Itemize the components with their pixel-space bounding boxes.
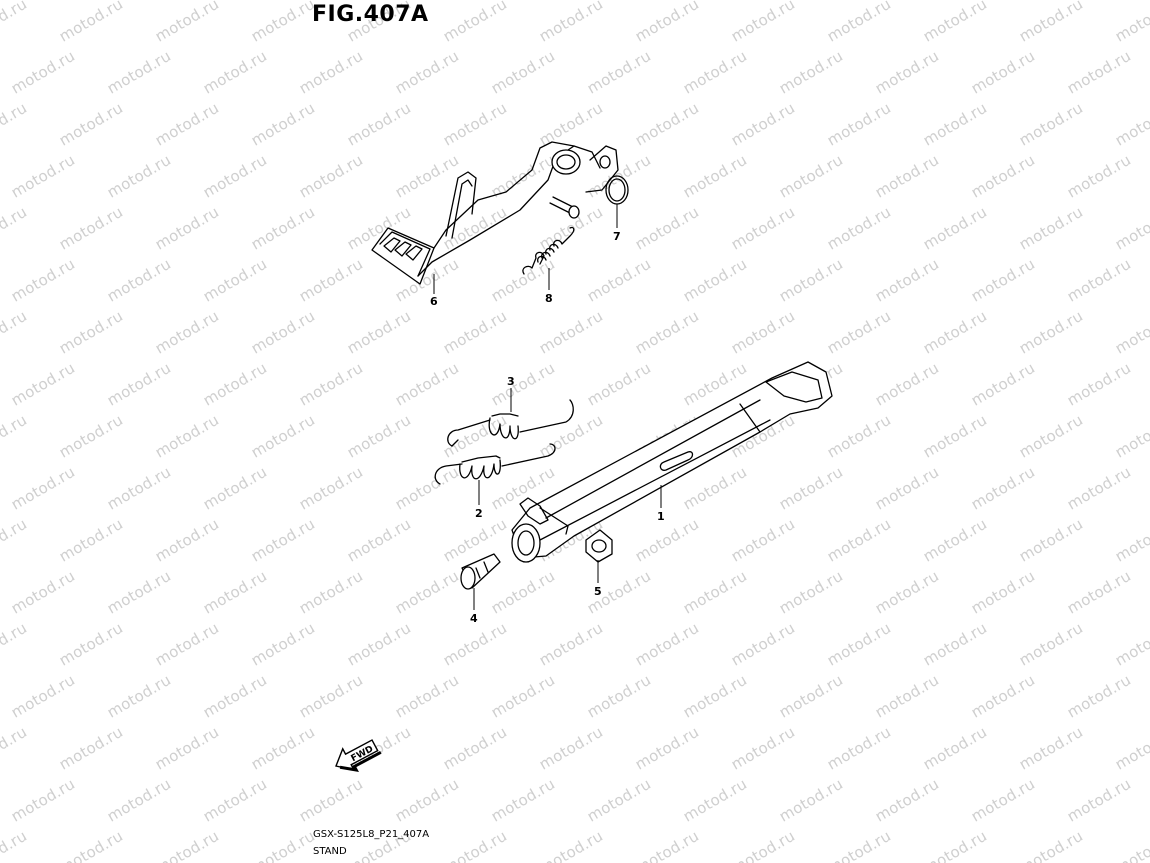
- callout-8: 8: [545, 292, 553, 305]
- callout-5: 5: [594, 585, 602, 598]
- callout-3: 3: [507, 375, 515, 388]
- bolt-part-4[interactable]: [460, 553, 501, 590]
- section-name: STAND: [313, 846, 347, 857]
- callout-7: 7: [613, 230, 621, 243]
- washer-part-7[interactable]: [605, 175, 629, 205]
- side-stand-spring-part-3[interactable]: [447, 399, 574, 447]
- side-stand-part-1[interactable]: [511, 361, 833, 563]
- side-stand-spring-part-2[interactable]: [434, 443, 556, 485]
- fwd-arrow-icon: FWD: [335, 739, 382, 772]
- return-spring-part-8[interactable]: [522, 226, 575, 275]
- callout-2: 2: [475, 507, 483, 520]
- callout-1: 1: [657, 510, 665, 523]
- figure-title: FIG.407A: [312, 2, 429, 27]
- callout-6: 6: [430, 295, 438, 308]
- figure-code: GSX-S125L8_P21_407A: [313, 829, 430, 840]
- leader-lines: [433, 204, 662, 610]
- callout-4: 4: [470, 612, 478, 625]
- brake-pedal-part-6[interactable]: [371, 141, 619, 285]
- nut-part-5[interactable]: [585, 529, 613, 563]
